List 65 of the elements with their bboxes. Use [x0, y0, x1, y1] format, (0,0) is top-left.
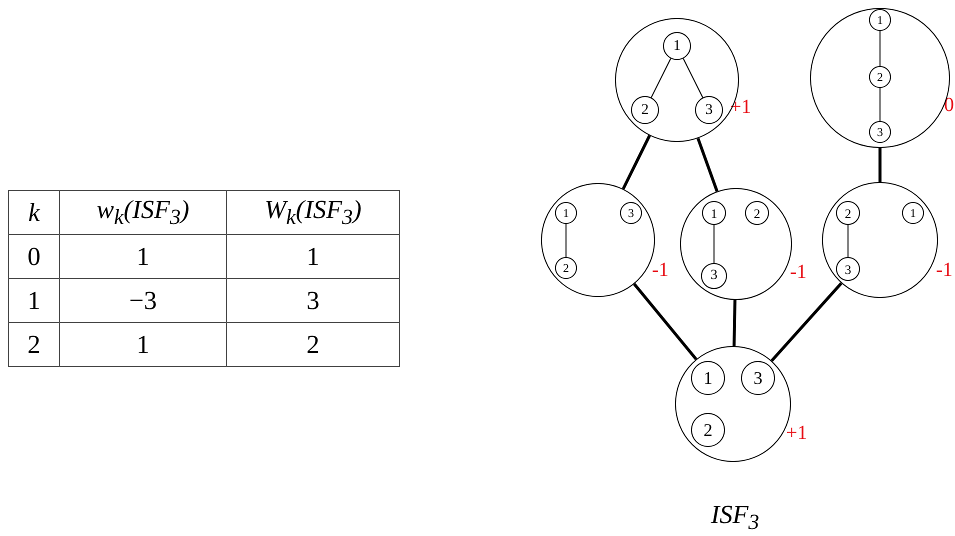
- vertex-number: 1: [909, 205, 917, 222]
- table-cell: 1: [60, 322, 226, 366]
- vertex-circle: [695, 96, 723, 124]
- vertex-circle: [745, 201, 769, 225]
- connector-line: [682, 58, 704, 98]
- vertex-circle: [691, 413, 725, 447]
- connector-line: [650, 58, 672, 98]
- weight-label: +1: [730, 97, 752, 117]
- vertex-circle: [869, 66, 891, 88]
- vertex-number: 3: [844, 260, 852, 278]
- table-cell: 0: [8, 234, 60, 278]
- vertex-circle: [631, 96, 659, 124]
- vertex-circle: [741, 361, 775, 395]
- vertex-number: 1: [876, 12, 884, 29]
- vertex-number: 2: [640, 100, 650, 120]
- table-cell: 1: [60, 234, 226, 278]
- vertex-circle: [555, 257, 577, 279]
- table-cell: 1: [226, 234, 400, 278]
- connector-line: [732, 300, 736, 346]
- vertex-circle: [902, 202, 924, 224]
- vertex-circle: [701, 263, 727, 289]
- vertex-circle: [836, 257, 860, 281]
- weight-label: +1: [786, 423, 808, 443]
- vertex-number: 2: [702, 419, 714, 442]
- vertex-number: 3: [627, 205, 635, 222]
- vertex-number: 2: [752, 204, 762, 222]
- graph-circle: [822, 182, 938, 298]
- table-cell: 3: [226, 278, 400, 322]
- vertex-number: 3: [704, 100, 714, 120]
- weight-label: -1: [790, 262, 807, 282]
- vertex-circle: [620, 202, 642, 224]
- connector-line: [622, 134, 651, 190]
- vertex-number: 1: [672, 36, 682, 56]
- connector-line: [696, 138, 718, 192]
- caption: ISF$_{3}$: [710, 502, 760, 534]
- vertex-circle: [663, 32, 691, 60]
- vertex-circle: [702, 201, 726, 225]
- vertex-circle: [555, 202, 577, 224]
- vertex-number: 1: [702, 367, 714, 390]
- table-cell: 1: [8, 278, 60, 322]
- graph-circle: [680, 188, 792, 300]
- table-cell: −3: [60, 278, 226, 322]
- connector-line: [633, 283, 698, 360]
- table-cell: 2: [8, 322, 60, 366]
- weight-label: -1: [652, 260, 669, 280]
- weight-label: -1: [936, 260, 953, 280]
- table-header-cell: W$_{k}$(ISF$_{3}$): [226, 190, 400, 234]
- table-header-cell: k: [8, 190, 60, 234]
- vertex-number: 2: [562, 260, 570, 277]
- connector-line: [878, 148, 882, 182]
- vertex-number: 1: [710, 204, 718, 222]
- vertex-circle: [869, 9, 891, 31]
- connector-line: [770, 282, 842, 362]
- vertex-number: 2: [876, 69, 884, 86]
- vertex-number: 3: [710, 267, 718, 285]
- vertex-circle: [836, 201, 860, 225]
- table-cell: 2: [226, 322, 400, 366]
- vertex-circle: [691, 361, 725, 395]
- vertex-circle: [869, 121, 891, 143]
- vertex-number: 1: [562, 205, 570, 222]
- table-header-cell: w$_{k}$(ISF$_{3}$): [60, 190, 226, 234]
- vertex-number: 2: [844, 204, 852, 222]
- vertex-number: 3: [752, 367, 764, 390]
- vertex-number: 3: [876, 124, 884, 141]
- weight-label: 0: [944, 95, 954, 115]
